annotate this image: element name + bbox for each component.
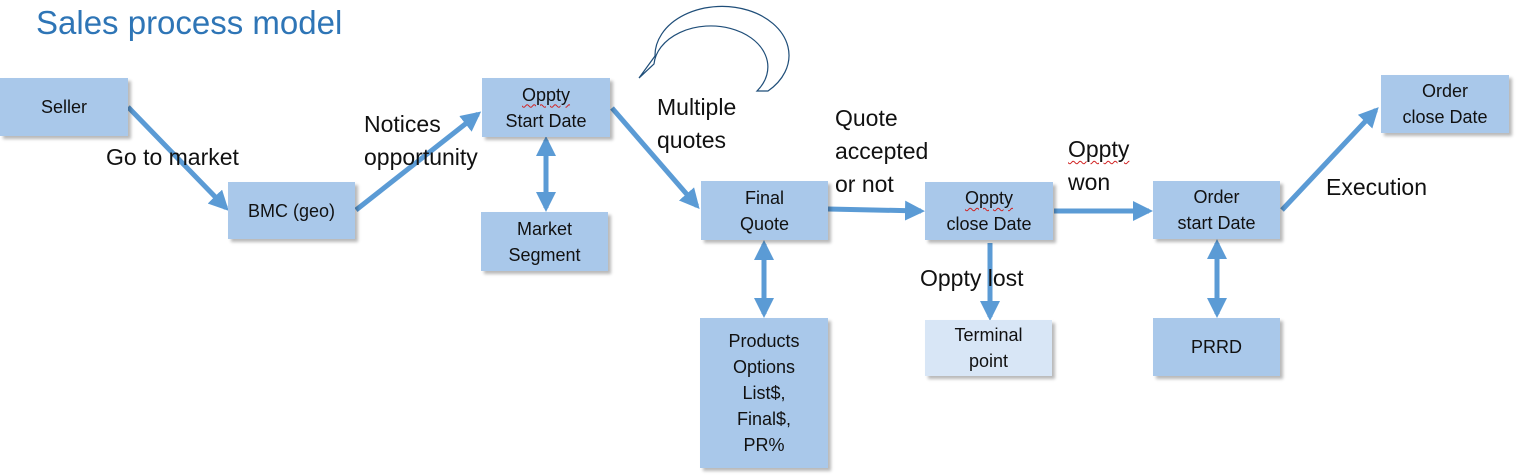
node-oppty-close-line-1: Oppty — [964, 188, 1014, 208]
label-oppty-lost-line: Oppty lost — [920, 265, 1024, 291]
label-quote-accepted: Quote accepted or not — [835, 102, 928, 201]
node-oppty-start-line-1: Oppty — [521, 84, 571, 105]
label-multiple-quotes-line-2: quotes — [657, 127, 727, 153]
label-multiple-quotes-line-1: Multiple — [657, 94, 737, 120]
label-execution: Execution — [1326, 171, 1427, 204]
label-multiple-quotes: Multiple quotes — [657, 91, 736, 157]
node-order-start-line-2: start Date — [1177, 213, 1256, 233]
label-quote-accepted-line-1: Quote — [835, 105, 898, 131]
node-final-quote-line-1: Final — [744, 187, 784, 208]
loop-arrow — [638, 5, 790, 92]
node-products-line-5: PR% — [743, 435, 785, 455]
node-order-close-line-1: Order — [1421, 81, 1468, 101]
node-seller: Seller — [0, 78, 128, 136]
node-order-start-line-1: Order — [1193, 187, 1240, 207]
node-bmc-line: BMC (geo) — [247, 200, 336, 221]
label-go-to-market: Go to market — [106, 141, 239, 174]
node-oppty-start-line-2: Start Date — [505, 110, 587, 131]
node-products-line-1: Products — [728, 331, 800, 351]
label-notices-line-1: Notices — [364, 111, 441, 137]
label-quote-accepted-line-3: or not — [835, 171, 894, 197]
label-oppty-won: Oppty won — [1068, 133, 1129, 199]
node-seller-line: Seller — [40, 97, 88, 117]
label-oppty-lost: Oppty lost — [920, 262, 1024, 295]
arrow-order-start-to-order-close — [1280, 107, 1379, 212]
node-prrd: PRRD — [1153, 318, 1280, 376]
node-oppty-start-date: Oppty Start Date — [482, 78, 610, 137]
label-execution-line: Execution — [1326, 174, 1428, 200]
label-oppty-won-line-1: Oppty — [1068, 136, 1130, 162]
node-final-quote: Final Quote — [701, 181, 828, 240]
node-order-close-line-2: close Date — [1402, 107, 1488, 127]
node-terminal-line-2: point — [968, 351, 1009, 371]
label-oppty-won-line-2: won — [1068, 169, 1111, 195]
label-notices-opportunity: Notices opportunity — [364, 108, 478, 174]
node-market-segment-line-1: Market — [516, 218, 572, 239]
label-quote-accepted-line-2: accepted — [835, 138, 929, 164]
node-terminal-line-1: Terminal — [954, 325, 1023, 345]
label-go-to-market-line: Go to market — [106, 144, 239, 170]
node-products-line-3: List$, — [742, 383, 786, 403]
node-terminal-point: Terminal point — [925, 320, 1052, 376]
node-final-quote-line-2: Quote — [739, 213, 790, 234]
node-bmc: BMC (geo) — [228, 182, 355, 239]
node-oppty-close-line-2: close Date — [946, 214, 1032, 234]
arrow-bmc-to-oppty-start — [354, 111, 482, 212]
page-title: Sales process model — [36, 4, 343, 41]
node-order-close-date: Order close Date — [1381, 75, 1509, 133]
node-products-options: Products Options List$, Final$, PR% — [700, 318, 828, 468]
node-prrd-line: PRRD — [1190, 337, 1242, 357]
node-market-segment-line-2: Segment — [508, 244, 581, 265]
node-products-line-2: Options — [732, 357, 796, 377]
node-products-line-4: Final$, — [736, 409, 792, 429]
arrow-oppty-start-to-final-quote — [610, 106, 700, 210]
arrow-seller-to-bmc — [126, 105, 229, 211]
arrow-final-quote-to-oppty-close — [827, 200, 925, 221]
label-notices-line-2: opportunity — [364, 144, 478, 170]
node-market-segment: Market Segment — [481, 212, 608, 271]
node-oppty-close-date: Oppty close Date — [925, 182, 1053, 240]
node-order-start-date: Order start Date — [1153, 181, 1280, 239]
